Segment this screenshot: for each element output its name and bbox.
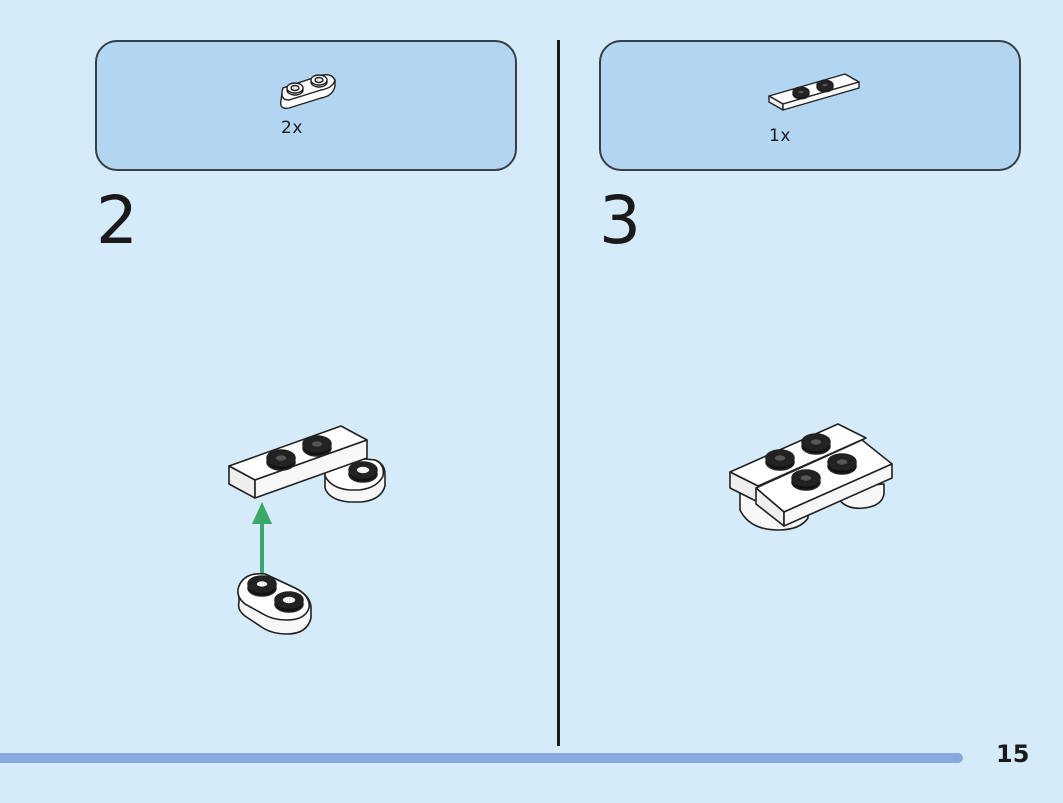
arrow-up-icon [252, 502, 272, 576]
parts-callout-step-2: 2x [95, 40, 517, 171]
page-divider [557, 40, 560, 746]
step-number: 3 [599, 182, 641, 259]
plate-1x2-rounded-icon [279, 73, 336, 110]
step-2-assembly-illustration [228, 425, 386, 635]
step-3-assembly-illustration [729, 423, 893, 531]
step-number: 2 [96, 182, 138, 259]
part-quantity: 1x [769, 126, 791, 146]
page-number: 15 [996, 740, 1030, 768]
plate-1x3-icon [768, 73, 860, 111]
parts-callout-step-3: 1x [599, 40, 1021, 171]
part-quantity: 2x [281, 118, 303, 138]
page-progress-bar [0, 753, 963, 763]
